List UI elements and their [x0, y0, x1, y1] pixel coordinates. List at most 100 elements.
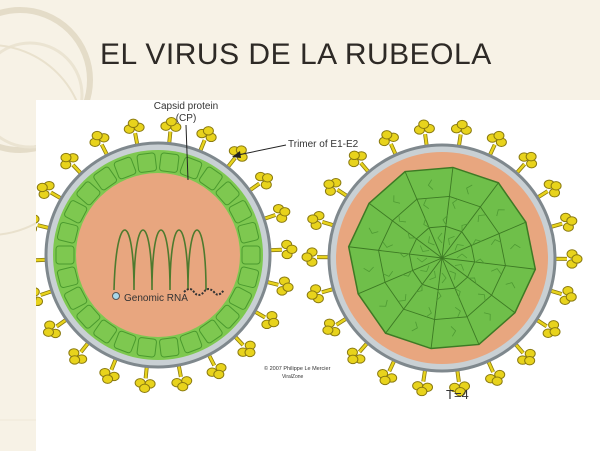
- capsid-facets: [348, 167, 536, 349]
- capsid-facet: [419, 245, 430, 252]
- spike-lobe: [36, 182, 48, 193]
- capsid-facet: [448, 235, 455, 246]
- spike-lobe: [348, 150, 360, 161]
- glycoprotein-spike: [413, 119, 435, 151]
- capsid-seam: [357, 257, 443, 295]
- capsid-seam: [385, 257, 443, 334]
- capsid-facet: [393, 195, 401, 204]
- capsid-facet: [454, 288, 461, 298]
- capsid-seam: [430, 257, 443, 349]
- capsid-subunit: [93, 319, 118, 344]
- spike-lobe: [102, 374, 114, 384]
- glycoprotein-spike: [301, 247, 334, 267]
- capsid-facet: [442, 215, 448, 226]
- capsid-protein-label: Capsid protein: [154, 101, 218, 112]
- glycoprotein-spike: [134, 362, 156, 394]
- capsid-facet: [399, 252, 410, 258]
- capsid-subunit: [228, 286, 252, 310]
- spike-lobe: [69, 355, 81, 365]
- spike-lobe: [307, 214, 319, 224]
- spike-lobe: [177, 381, 189, 392]
- capsid-subunit: [64, 200, 88, 224]
- capsid-protein-subunits: [55, 152, 261, 358]
- capsid-protein-abbrev: (CP): [176, 113, 197, 124]
- capsid-facet-ring: [378, 195, 506, 321]
- capsid-subunit: [136, 152, 157, 173]
- triangulation-number: T=4: [446, 387, 469, 402]
- spike-lobe: [347, 354, 359, 365]
- capsid-facet: [382, 241, 393, 248]
- spike-lobe: [139, 383, 151, 394]
- left-glycoprotein-spikes: [36, 116, 298, 394]
- capsid-facet: [423, 218, 430, 228]
- capsid-subunit: [228, 200, 252, 224]
- capsid-subunit: [215, 304, 240, 329]
- capsid-subunit: [113, 156, 137, 180]
- capsid-facet: [466, 184, 473, 195]
- spike-lobe: [36, 287, 40, 297]
- spike-lobe: [454, 387, 466, 397]
- copyright-text: © 2007 Philippe Le Mercier: [264, 365, 331, 372]
- spike-lobe: [381, 130, 393, 140]
- diagram-panel: Capsid protein (CP) Trimer of E1-E2 Geno…: [36, 100, 600, 451]
- trimer-label: Trimer of E1-E2: [288, 139, 359, 150]
- capsid-subunit: [179, 330, 203, 354]
- capsid-subunit: [56, 221, 79, 244]
- capsid-seam: [348, 246, 443, 259]
- spike-lobe: [282, 282, 294, 292]
- glycoprotein-spike: [60, 152, 86, 178]
- capsid-facet: [411, 321, 418, 332]
- glycoprotein-spike: [230, 332, 256, 358]
- capsid-facet: [449, 270, 456, 280]
- capsid-facet: [490, 239, 502, 246]
- capsid-seam: [441, 182, 499, 259]
- capsid-facet: [474, 258, 485, 264]
- capsid-facet: [441, 272, 447, 284]
- capsid-seam: [404, 171, 443, 259]
- spike-lobe: [566, 216, 578, 226]
- spike-lobe: [244, 347, 256, 358]
- capsid-facet: [420, 265, 430, 272]
- capsid-subunit: [198, 319, 223, 344]
- capsid-facet: [478, 293, 486, 302]
- capsid-facet: [429, 270, 436, 281]
- glycoprotein-spike: [68, 338, 93, 365]
- virion-cross-section: [36, 116, 298, 394]
- capsid-facet: [382, 270, 394, 277]
- spike-lobe: [279, 207, 291, 217]
- capsid-seam: [441, 221, 527, 259]
- spike-lobe: [91, 130, 103, 141]
- glycoprotein-spike: [346, 338, 372, 365]
- spike-lobe: [571, 254, 583, 264]
- capsid-subunit: [241, 245, 261, 265]
- capsid-facet: [427, 179, 434, 190]
- capsid-facet: [398, 214, 406, 223]
- icosahedral-capsid: [347, 166, 537, 350]
- capsid-seam: [441, 257, 480, 345]
- capsid-facet: [477, 214, 486, 222]
- rna-cap-marker: [112, 292, 120, 300]
- capsid-subunit: [93, 166, 118, 191]
- glycoprotein-spike: [250, 307, 280, 330]
- capsid-facet: [379, 299, 388, 307]
- capsid-facet: [454, 264, 465, 271]
- capsid-subunit: [136, 337, 157, 358]
- capsid-facet: [436, 290, 442, 301]
- capsid-facet: [425, 307, 432, 318]
- capsid-facet: [454, 306, 461, 318]
- capsid-facet: [415, 284, 423, 293]
- spike-lobe: [60, 152, 72, 163]
- capsid-facet: [510, 243, 521, 250]
- capsid-subunit: [76, 304, 101, 329]
- capsid-subunit: [55, 245, 75, 265]
- spike-lobe: [42, 327, 54, 337]
- virion-exterior-view: [301, 119, 583, 397]
- spike-lobe: [418, 119, 430, 129]
- rubella-virion-diagram: Capsid protein (CP) Trimer of E1-E2 Geno…: [36, 101, 583, 402]
- capsid-subunit: [237, 221, 260, 244]
- spike-lobe: [525, 151, 537, 162]
- spike-lobe: [202, 126, 214, 136]
- capsid-facet: [398, 294, 407, 302]
- spike-lobe: [286, 244, 298, 254]
